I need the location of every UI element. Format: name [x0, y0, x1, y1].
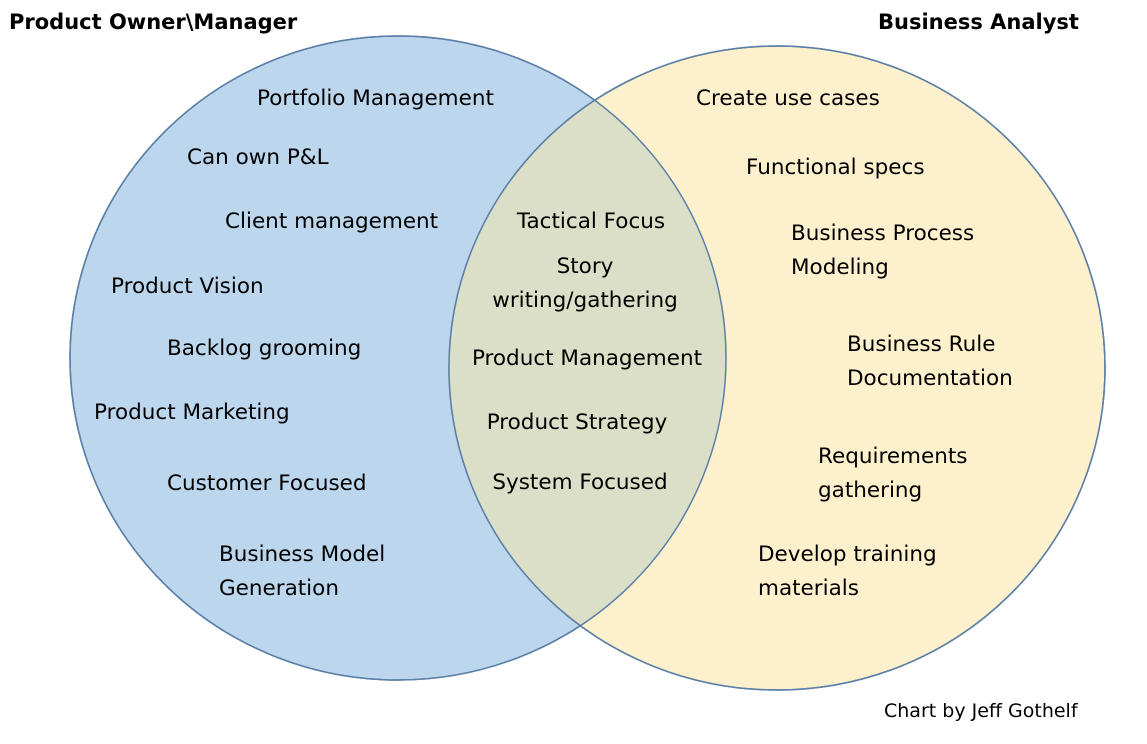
right-item-develop-training-line1: Develop training: [758, 542, 937, 567]
left-item-product-marketing: Product Marketing: [94, 400, 290, 425]
right-item-requirements-line1: Requirements: [818, 444, 968, 469]
right-item-business-rule-line2: Documentation: [847, 366, 1013, 391]
right-item-requirements-line2: gathering: [818, 478, 923, 503]
left-item-customer-focused: Customer Focused: [167, 471, 367, 496]
left-item-backlog-grooming: Backlog grooming: [167, 336, 362, 361]
right-item-business-process-modeling: Business Process Modeling: [791, 217, 974, 285]
right-set-title: Business Analyst: [878, 10, 1079, 34]
right-item-business-rule-line1: Business Rule: [847, 332, 996, 357]
left-item-can-own-pl: Can own P&L: [187, 145, 329, 170]
left-item-product-vision: Product Vision: [111, 274, 264, 299]
right-item-requirements-gathering: Requirements gathering: [818, 440, 967, 508]
overlap-item-story-line1: Story: [556, 254, 614, 279]
right-item-create-use-cases: Create use cases: [696, 86, 880, 111]
left-set-title: Product Owner\Manager: [9, 10, 298, 34]
right-item-functional-specs: Functional specs: [746, 155, 925, 180]
left-item-client-management: Client management: [225, 209, 439, 234]
right-item-business-process-line2: Modeling: [791, 255, 889, 280]
right-item-develop-training-line2: materials: [758, 576, 859, 601]
overlap-region: [449, 46, 726, 680]
left-circle-outline: [69, 35, 727, 681]
right-item-business-process-line1: Business Process: [791, 221, 975, 246]
chart-credit: Chart by Jeff Gothelf: [884, 700, 1078, 722]
left-item-portfolio-management: Portfolio Management: [257, 86, 494, 111]
right-item-develop-training-materials: Develop training materials: [758, 538, 937, 606]
left-item-business-model-generation: Business Model Generation: [219, 538, 385, 606]
right-circle-outline: [448, 45, 1106, 691]
overlap-item-story-writing: Story writing/gathering: [455, 250, 715, 318]
overlap-item-story-line2: writing/gathering: [492, 288, 678, 313]
left-item-business-model-line1: Business Model: [219, 542, 386, 567]
overlap-item-system-focused: System Focused: [492, 470, 668, 495]
overlap-item-product-management: Product Management: [471, 346, 703, 371]
left-item-business-model-line2: Generation: [219, 576, 339, 601]
overlap-item-tactical-focus: Tactical Focus: [516, 209, 666, 234]
right-item-business-rule-documentation: Business Rule Documentation: [847, 328, 1013, 396]
overlap-item-product-strategy: Product Strategy: [486, 410, 668, 435]
